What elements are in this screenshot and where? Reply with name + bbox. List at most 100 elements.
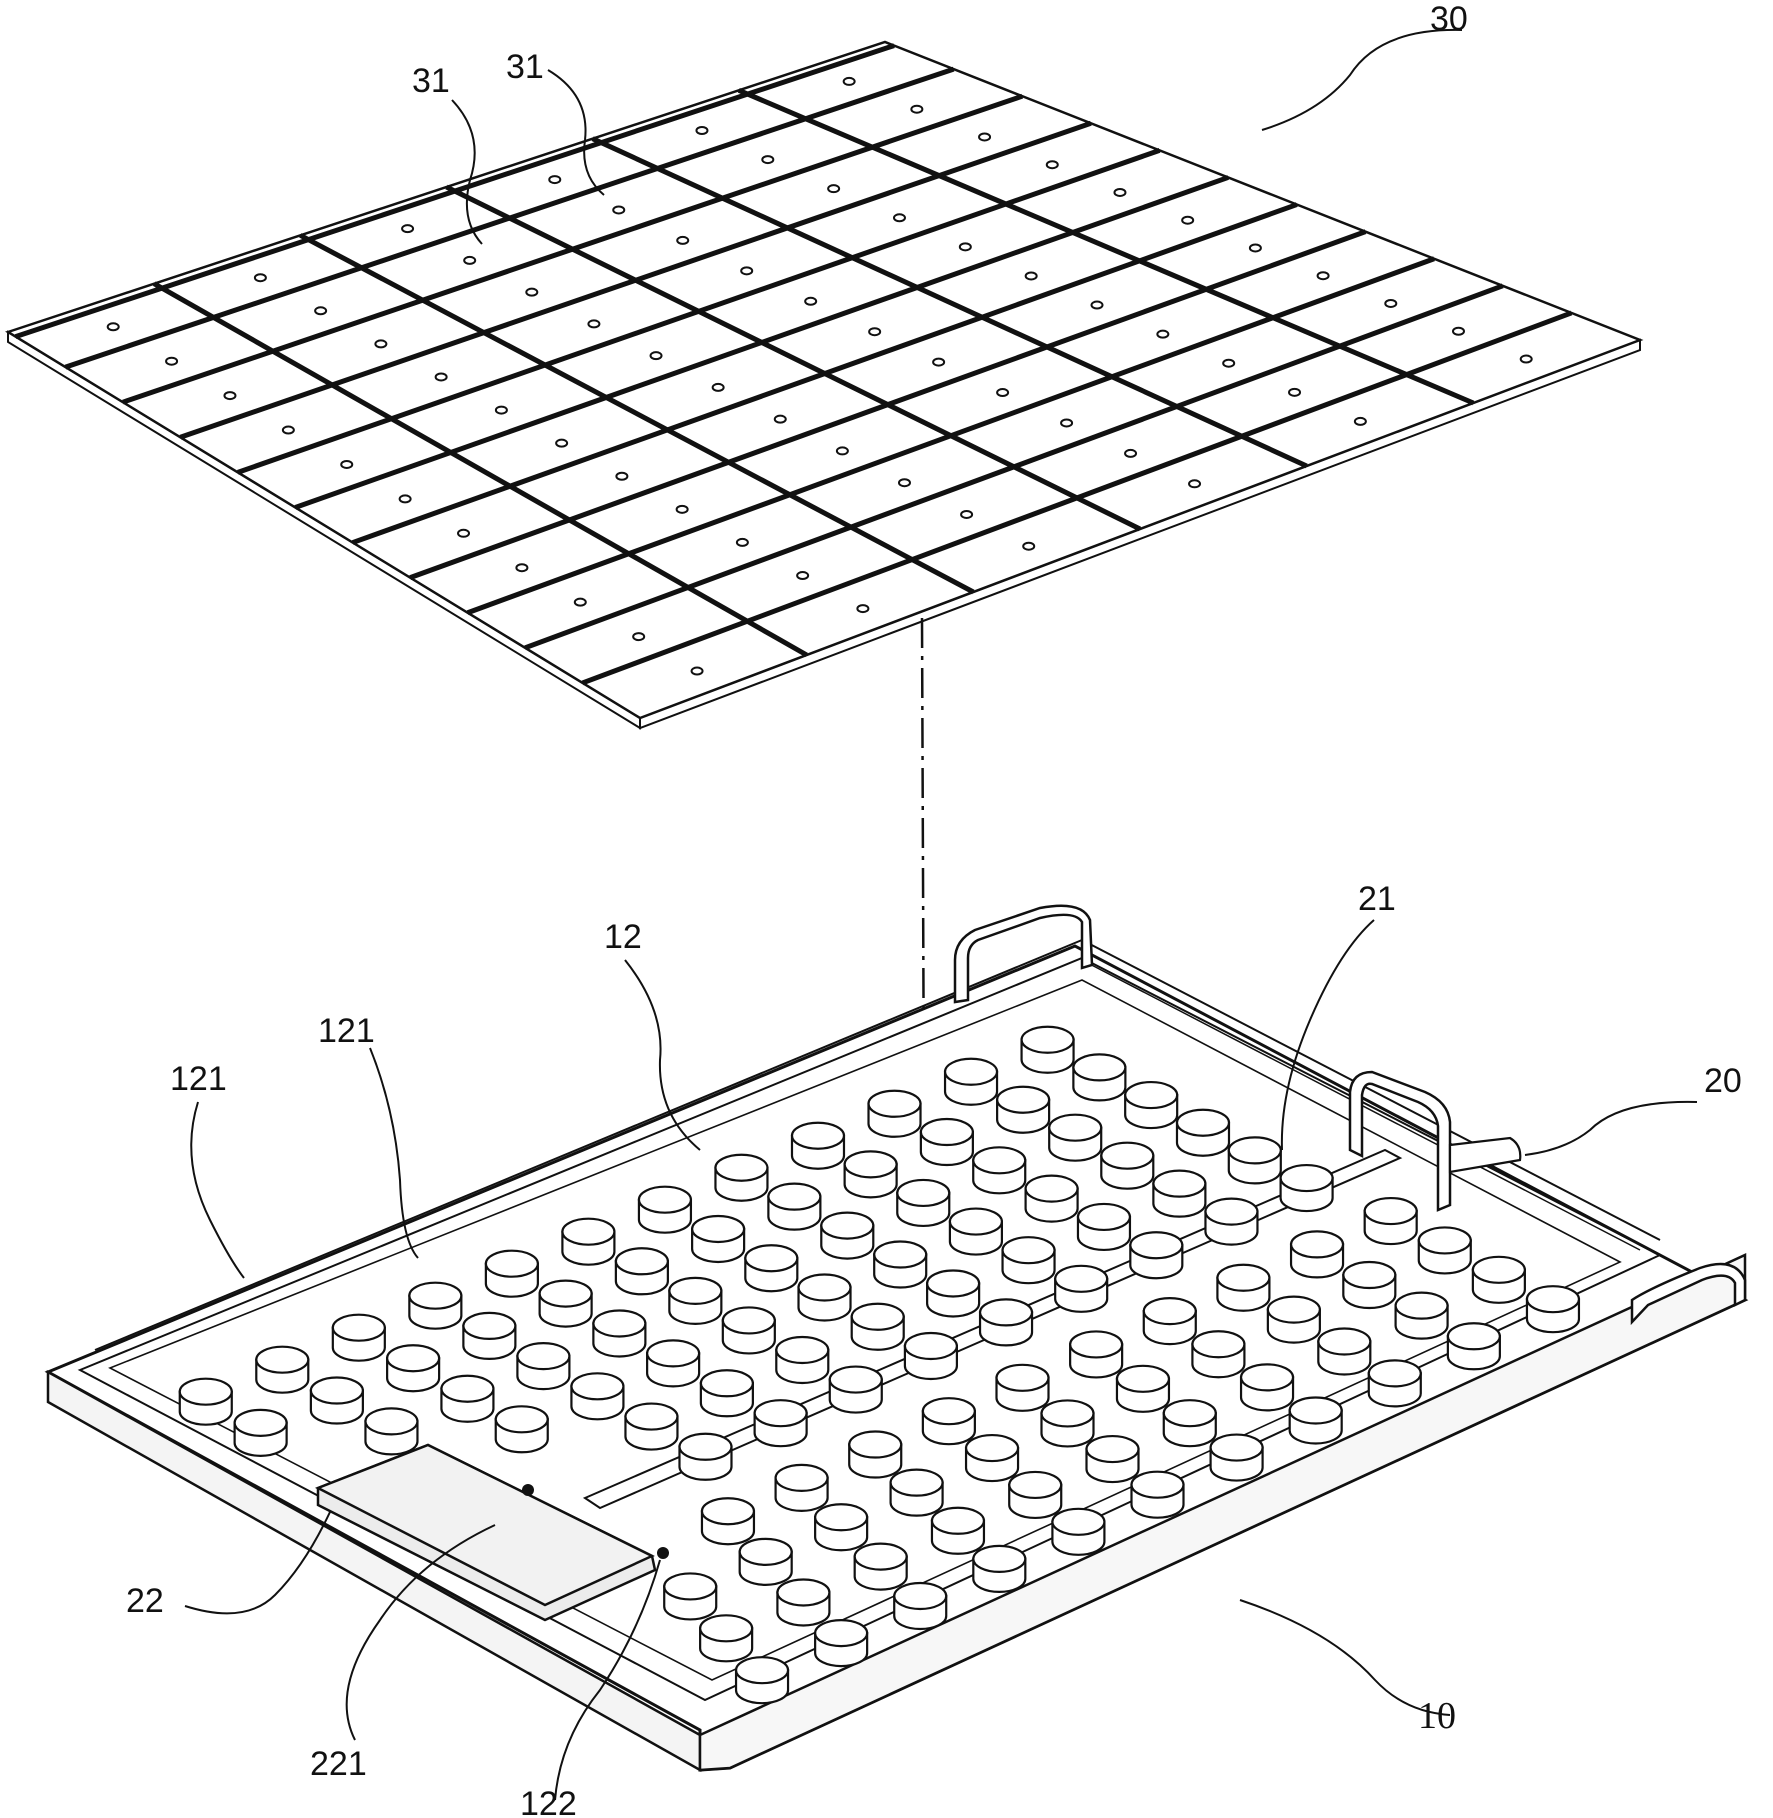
bump-top xyxy=(714,1153,769,1182)
sheet-hole-31 xyxy=(1519,354,1533,364)
sheet-30 xyxy=(5,40,1644,730)
bump-121 xyxy=(178,1377,233,1426)
bump-121 xyxy=(484,1249,539,1298)
sheet-hole-31 xyxy=(835,446,849,456)
bump-top xyxy=(1001,1236,1056,1265)
bump-121 xyxy=(1001,1236,1056,1285)
bump-top xyxy=(614,1247,669,1276)
bump-121 xyxy=(903,1331,959,1381)
sheet-column-line xyxy=(591,136,1308,469)
bump-top xyxy=(774,1463,829,1492)
bump-121 xyxy=(691,1214,746,1264)
sheet-hole-31 xyxy=(910,104,924,114)
bump-top xyxy=(964,1433,1020,1463)
bump-121 xyxy=(1008,1470,1063,1520)
bump-top xyxy=(943,1057,999,1086)
bump-121 xyxy=(774,1463,829,1512)
bump-121 xyxy=(699,1614,754,1663)
bump-121 xyxy=(714,1153,769,1202)
bump-top xyxy=(972,1146,1027,1175)
bump-121 xyxy=(1142,1297,1197,1346)
bump-121 xyxy=(996,1085,1051,1134)
bump-top xyxy=(1446,1322,1501,1351)
bump-121 xyxy=(700,1497,756,1546)
bump-top xyxy=(828,1365,883,1394)
tray-back-rail xyxy=(94,939,1083,1351)
sheet-hole-31 xyxy=(632,632,646,642)
sheet-row-line xyxy=(122,93,1024,405)
bump-top xyxy=(893,1581,948,1611)
sheet-row-line xyxy=(466,256,1435,616)
bump-top xyxy=(814,1503,869,1532)
sheet-hole-31 xyxy=(374,339,388,349)
bump-121 xyxy=(848,1430,903,1479)
bump-121 xyxy=(538,1279,593,1328)
bump-121 xyxy=(1162,1399,1217,1448)
bump-top xyxy=(663,1572,718,1601)
bump-121 xyxy=(995,1363,1050,1412)
bump-top xyxy=(843,1150,898,1179)
bump-121 xyxy=(1100,1141,1155,1190)
bump-121 xyxy=(853,1542,908,1591)
bump-121 xyxy=(1317,1327,1372,1376)
leader-12 xyxy=(624,959,701,1151)
bump-top xyxy=(178,1377,233,1406)
leader-31b xyxy=(547,69,605,196)
sheet-hole-31 xyxy=(494,405,508,415)
bump-121 xyxy=(1363,1196,1418,1246)
bump-top xyxy=(1227,1136,1282,1165)
bump-top xyxy=(919,1117,974,1147)
bump-121 xyxy=(1124,1080,1179,1130)
bump-top xyxy=(637,1185,693,1214)
bump-top xyxy=(1239,1363,1295,1392)
sheet-hole-31 xyxy=(612,205,626,215)
bump-121 xyxy=(1446,1322,1501,1371)
label-10: 10 xyxy=(1418,1695,1456,1737)
bump-121 xyxy=(1085,1434,1140,1484)
sheet-hole-31 xyxy=(958,242,972,252)
bump-121 xyxy=(678,1432,733,1481)
sheet-hole-31 xyxy=(1060,418,1074,428)
sheet-hole-31 xyxy=(868,327,882,337)
bump-121 xyxy=(1209,1433,1264,1482)
label-22: 22 xyxy=(126,1582,164,1620)
bump-121 xyxy=(1191,1330,1246,1379)
sheet-hole-31 xyxy=(842,76,856,86)
bump-121 xyxy=(734,1656,790,1705)
sheet-hole-31 xyxy=(1156,329,1170,339)
bump-top xyxy=(978,1298,1034,1327)
tray-back-rail-2 xyxy=(1081,939,1661,1241)
chip-22-edge xyxy=(317,1504,546,1621)
leader-22 xyxy=(184,1511,331,1615)
bump-121 xyxy=(614,1247,669,1296)
bump-121 xyxy=(873,1240,928,1289)
sheet-row-line xyxy=(236,148,1161,475)
bump-top xyxy=(1115,1364,1171,1393)
leader-122 xyxy=(554,1559,661,1801)
sheet-hole-31 xyxy=(960,509,974,519)
bump-top xyxy=(853,1542,908,1571)
sheet-hole-31 xyxy=(1353,416,1367,426)
bump-top xyxy=(776,1578,831,1607)
tray-10 xyxy=(44,904,1749,1773)
sheet-column-line xyxy=(445,184,1142,532)
sheet-hole-31 xyxy=(1124,448,1138,458)
bump-top xyxy=(820,1211,875,1240)
bump-121 xyxy=(775,1335,830,1385)
bump-121 xyxy=(1069,1330,1124,1379)
bump-top xyxy=(462,1311,517,1341)
tray-post-front-right xyxy=(1630,1262,1747,1326)
chip-22 xyxy=(314,1443,657,1622)
sheet-hole-31 xyxy=(1022,541,1036,551)
bump-top xyxy=(744,1244,799,1273)
sheet-hole-31 xyxy=(398,494,412,504)
bump-top xyxy=(1069,1330,1124,1359)
bump-121 xyxy=(978,1298,1034,1347)
bump-top xyxy=(494,1405,549,1434)
bump-121 xyxy=(364,1407,419,1456)
bump-top xyxy=(848,1430,903,1459)
bump-121 xyxy=(494,1405,549,1454)
bump-top xyxy=(331,1313,386,1342)
leader-121a xyxy=(190,1101,245,1279)
sheet-hole-31 xyxy=(675,504,689,514)
